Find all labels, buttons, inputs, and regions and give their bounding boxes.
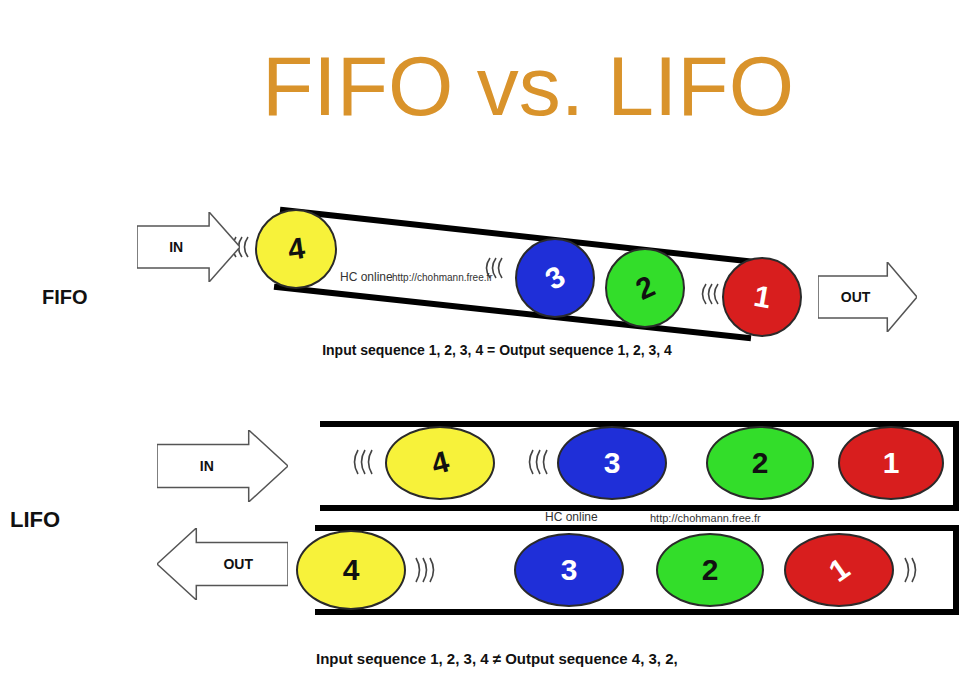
arrow-outline	[818, 262, 917, 332]
numbered-ball: 4	[255, 209, 337, 289]
direction-arrow: OUT	[818, 262, 917, 332]
arrow-label: IN	[169, 240, 183, 254]
ball-number: 1	[824, 553, 855, 587]
arrow-shape	[137, 212, 240, 282]
ball-number: 3	[604, 448, 621, 478]
ball-number: 4	[428, 446, 452, 479]
section-label: LIFO	[10, 508, 60, 532]
numbered-ball: 3	[557, 426, 667, 500]
ball-number: 4	[286, 233, 307, 265]
numbered-ball: 4	[296, 530, 406, 610]
ball-number: 3	[561, 555, 578, 585]
ball-number: 2	[752, 448, 769, 478]
ball-number: 1	[883, 448, 900, 478]
numbered-ball: 3	[515, 238, 595, 318]
sequence-caption: Input sequence 1, 2, 3, 4 = Output seque…	[322, 343, 672, 358]
arrow-shape	[157, 528, 288, 600]
numbered-ball: 2	[656, 533, 764, 607]
ball-number: 1	[751, 281, 773, 313]
numbered-ball: 4	[385, 426, 495, 500]
numbered-ball: 1	[722, 257, 802, 337]
numbered-ball: 1	[784, 533, 894, 607]
arrow-outline	[137, 212, 240, 282]
ball-number: 2	[702, 555, 719, 585]
watermark: HC online	[545, 511, 598, 524]
lifo-tube-in	[323, 424, 956, 508]
watermark: http://chohmann.free.fr	[392, 272, 493, 283]
arrow-outline	[157, 430, 288, 502]
watermark: HC online	[340, 271, 393, 284]
watermark: http://chohmann.free.fr	[650, 512, 761, 524]
numbered-ball: 3	[514, 533, 624, 607]
fifo-tube-wall	[283, 210, 755, 262]
title: FIFO vs. LIFO	[262, 40, 794, 132]
section-label: FIFO	[42, 286, 88, 308]
numbered-ball: 2	[605, 248, 685, 328]
motion-waves	[233, 237, 916, 582]
lifo-tube-out	[318, 528, 956, 612]
arrow-label: IN	[200, 459, 214, 473]
direction-arrow: OUT	[157, 528, 288, 600]
ball-number: 2	[631, 271, 659, 305]
sequence-caption: Input sequence 1, 2, 3, 4 ≠ Output seque…	[316, 651, 678, 668]
arrow-label: OUT	[223, 557, 253, 571]
ball-number: 3	[540, 261, 569, 295]
numbered-ball: 1	[838, 426, 944, 500]
ball-number: 4	[343, 555, 360, 585]
arrow-shape	[157, 430, 288, 502]
direction-arrow: IN	[157, 430, 288, 502]
arrow-outline	[157, 528, 288, 600]
direction-arrow: IN	[137, 212, 240, 282]
numbered-ball: 2	[706, 426, 814, 500]
arrow-label: OUT	[841, 290, 871, 304]
